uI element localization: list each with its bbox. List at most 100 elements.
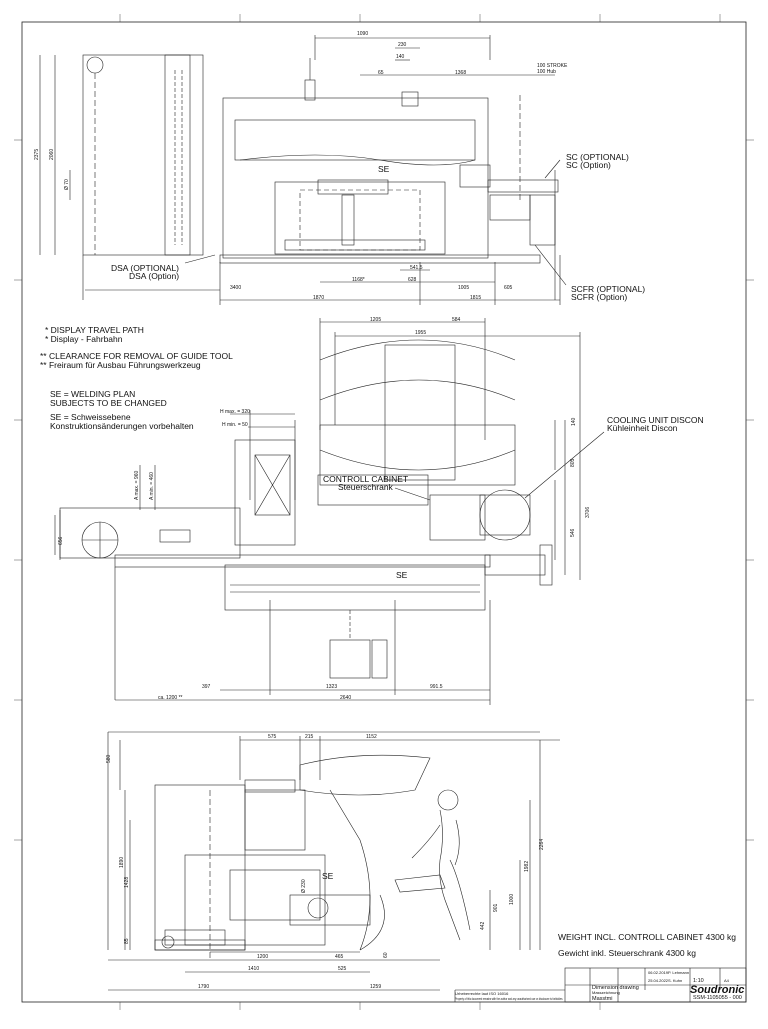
dim-label: 1259 [370, 984, 381, 990]
dim-label: 442 [480, 921, 486, 930]
dim-label: 2264 [539, 839, 545, 850]
note-display-path-en: * DISPLAY TRAVEL PATH [45, 325, 144, 335]
product-name: Masstmi [592, 996, 612, 1002]
dim-label: 1368 [455, 70, 466, 76]
dim-label: 805 [570, 458, 576, 467]
drawing-description-de: Masszeichnung [592, 990, 620, 995]
controll-cabinet-label-de: Steuerschrank [338, 482, 394, 492]
sc-label-en: SC (OPTIONAL) [566, 152, 629, 162]
sheet-size: A4 [724, 978, 730, 983]
dim-label: H max. = 320 [220, 409, 250, 415]
dim-label: 605 [504, 285, 513, 291]
dim-label: 1168* [352, 277, 365, 283]
dim-label: 1323 [326, 684, 337, 690]
dim-label: 628 [408, 277, 417, 283]
note-welding-plan-de-2: Konstruktionsänderungen vorbehalten [50, 421, 194, 431]
dim-label: 525 [338, 966, 347, 972]
property-note: Property of this document remains with t… [455, 996, 563, 1001]
checker-name: S. Kuhn [668, 978, 682, 983]
scfr-label-de: SCFR (Option) [571, 292, 627, 302]
dim-label: 60 [383, 952, 389, 958]
dim-label: 1982 [524, 861, 530, 872]
dim-label: A min. = 460 [149, 472, 155, 500]
company-logo: Soudronic [690, 984, 744, 996]
dim-label: 901 [493, 903, 499, 912]
dim-label: 1000 [509, 894, 515, 905]
scfr-label-en: SCFR (OPTIONAL) [571, 284, 645, 294]
dim-label: 1428 [124, 877, 130, 888]
dim-label: 3400 [230, 285, 241, 291]
welding-plane-marker: SE [378, 164, 390, 174]
dim-label: A max. = 960 [134, 470, 140, 500]
scale-value: 1:10 [693, 978, 704, 984]
dim-label: 3706 [585, 507, 591, 518]
dim-label: 1200 [257, 954, 268, 960]
drawing-number: SSM-1105055 - 000 [693, 995, 742, 1001]
drawing-description-en: Dimension drawing [592, 985, 639, 991]
dim-label: 1205 [370, 317, 381, 323]
dim-label: ca. 1200 ** [158, 695, 183, 701]
plan-view-labels: 1205 584 1955 H max. = 320 H min. = 50 A… [58, 317, 704, 701]
note-welding-plan-de-1: SE = Schweissebene [50, 412, 131, 422]
dim-label: 584 [452, 317, 461, 323]
dim-label: 541.5 [410, 265, 423, 271]
dim-label: 580 [106, 754, 112, 763]
dsa-label-en: DSA (OPTIONAL) [111, 263, 179, 273]
sc-label-de: SC (Option) [566, 160, 611, 170]
dim-label: 100 STROKE [537, 63, 568, 69]
cooling-unit-label-de: Kühleinheit Discon [607, 423, 678, 433]
author-name: P. Lehmann [668, 970, 689, 975]
note-clearance-de: ** Freiraum für Ausbau Führungswerkzeug [40, 360, 201, 370]
weight-label-de: Gewicht inkl. Steuerschrank 4300 kg [558, 948, 696, 958]
dim-label: Ø 230 [301, 879, 307, 893]
side-view-labels: 575 215 1152 580 1890 1428 85 Ø 230 1200… [106, 734, 736, 990]
dim-label: 575 [268, 734, 277, 740]
dim-label: 1890 [119, 857, 125, 868]
dim-label: 230 [398, 42, 407, 48]
dim-label: 1152 [366, 734, 377, 740]
dsa-label-de: DSA (Option) [129, 271, 179, 281]
copyright-note: Urheberrechte laut ISO 16016 [455, 991, 509, 996]
dim-label: 85 [124, 938, 130, 944]
dim-label: 1410 [248, 966, 259, 972]
plan-view [54, 318, 605, 705]
dim-label: 397 [202, 684, 211, 690]
dim-label: 65 [378, 70, 384, 76]
dim-label: 1955 [415, 330, 426, 336]
frame-ticks [14, 14, 754, 1010]
dim-label: 140 [571, 417, 577, 426]
dim-label: 1005 [458, 285, 469, 291]
weight-label-en: WEIGHT INCL. CONTROLL CABINET 4300 kg [558, 932, 736, 942]
date-created: 06.02.2019 [648, 970, 669, 975]
dim-label: Ø 70 [64, 179, 70, 190]
note-welding-plan-en-1: SE = WELDING PLAN [50, 389, 135, 399]
welding-plane-marker: SE [396, 570, 408, 580]
date-modified: 25.04.2022 [648, 978, 669, 983]
note-welding-plan-en-2: SUBJECTS TO BE CHANGED [50, 398, 167, 408]
title-block-text: Urheberrechte laut ISO 16016 Property of… [455, 970, 744, 1002]
dim-label: H min. = 50 [222, 422, 248, 428]
dim-label: 1815 [470, 295, 481, 301]
note-display-path-de: * Display - Fahrbahn [45, 334, 123, 344]
operator-figure [411, 789, 471, 941]
dim-label: 991.5 [430, 684, 443, 690]
dim-label: 546 [570, 528, 576, 537]
drawing-frame [21, 21, 747, 1003]
dim-label: 656 [58, 536, 64, 545]
note-clearance-en: ** CLEARANCE FOR REMOVAL OF GUIDE TOOL [40, 351, 233, 361]
notes: * DISPLAY TRAVEL PATH * Display - Fahrba… [40, 325, 233, 431]
welding-plane-marker: SE [322, 871, 334, 881]
dim-label: 1090 [357, 31, 368, 37]
top-view [39, 35, 567, 305]
controll-cabinet-label-en: CONTROLL CABINET [323, 474, 408, 484]
dim-label: 1790 [198, 984, 209, 990]
dim-label: 2375 [34, 149, 40, 160]
dim-label: 140 [396, 54, 405, 60]
dim-label: 100 Hub [537, 69, 556, 75]
side-view [107, 731, 560, 991]
top-view-labels: 1090 230 140 65 1368 100 STROKE 100 Hub … [34, 31, 645, 302]
cooling-unit-label-en: COOLING UNIT DISCON [607, 415, 704, 425]
dim-label: 1870 [313, 295, 324, 301]
